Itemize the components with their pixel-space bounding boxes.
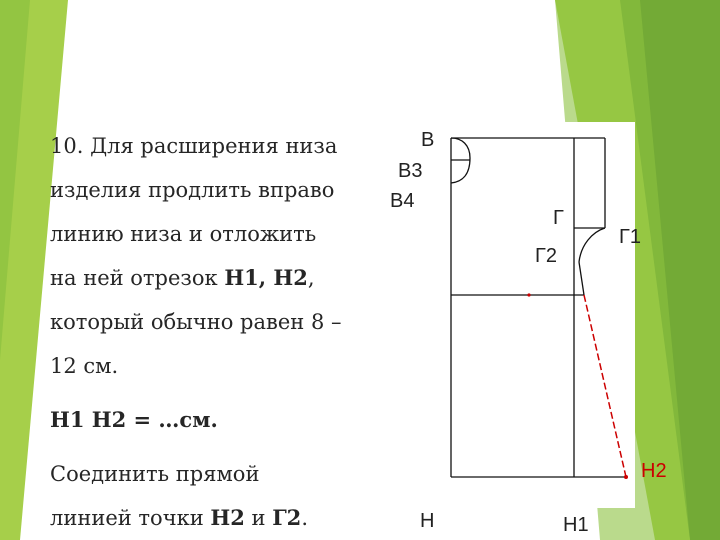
step-line-5: который обычно равен 8 – <box>50 310 342 334</box>
step-line-6: 12 см. <box>50 354 119 378</box>
point-h2-mark <box>624 475 628 479</box>
label-g2: Г2 <box>535 245 557 267</box>
step-line-4-suffix: , <box>307 266 315 290</box>
connect-line-1: Соединить прямой <box>50 462 260 486</box>
point-h2-name: Н2 <box>210 505 245 530</box>
label-b3: В3 <box>398 160 422 182</box>
step-line-3: линию низа и отложить <box>50 222 317 246</box>
flare-line <box>583 294 627 478</box>
left-green-wedge-dark <box>0 0 30 360</box>
connect-line-2: линией точки Н2 и Г2. <box>50 496 400 540</box>
label-h1: Н1 <box>563 514 589 536</box>
instruction-text: 10. Для расширения низа изделия продлить… <box>50 124 400 540</box>
neck-curve <box>450 137 471 184</box>
waist-mark <box>527 293 531 297</box>
armhole-curve <box>578 227 606 263</box>
segment-name: Н1, Н2 <box>224 265 308 290</box>
connect-prefix: линией точки <box>50 506 211 530</box>
label-h2: Н2 <box>641 460 667 482</box>
step-line-2: изделия продлить вправо <box>50 178 335 202</box>
connect-mid: и <box>244 506 273 530</box>
formula-text: Н1 Н2 = …см. <box>50 407 218 432</box>
formula: Н1 Н2 = …см. <box>50 398 400 442</box>
diagram-panel <box>441 122 635 508</box>
label-g1: Г1 <box>619 226 641 248</box>
step-line-4-prefix: на ней отрезок <box>50 266 225 290</box>
step-line-1: 10. Для расширения низа <box>50 134 338 158</box>
label-b: В <box>421 129 434 151</box>
label-h: Н <box>420 510 434 532</box>
side-upper-line <box>578 261 585 296</box>
label-g: Г <box>553 207 564 229</box>
step-line-4: на ней отрезок Н1, Н2, <box>50 256 400 300</box>
label-b4: В4 <box>390 190 414 212</box>
point-g2-name: Г2 <box>272 505 302 530</box>
connect-suffix: . <box>301 506 308 530</box>
